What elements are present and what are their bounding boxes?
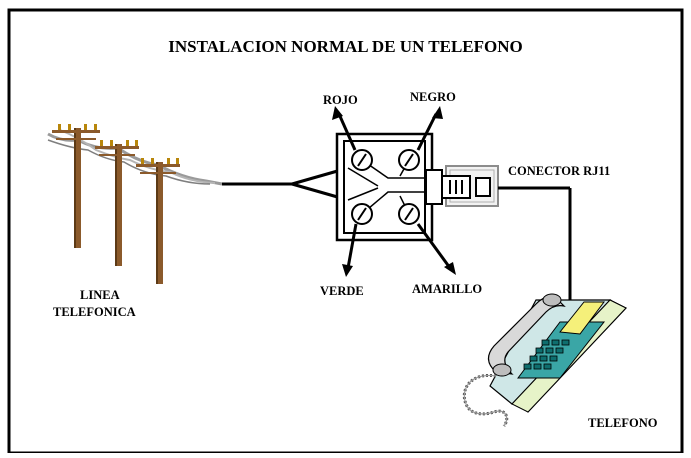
label-rojo: ROJO <box>323 93 358 107</box>
label-amarillo: AMARILLO <box>412 282 483 296</box>
page-title: INSTALACION NORMAL DE UN TELEFONO <box>168 37 523 56</box>
label-telefono: TELEFONO <box>588 416 658 430</box>
label-negro: NEGRO <box>410 90 456 104</box>
rj11-connector-icon <box>441 165 499 207</box>
utility-pole-icon <box>47 124 223 284</box>
arrowheads <box>332 106 456 277</box>
phone-cable <box>498 186 572 312</box>
junction-box-icon <box>335 132 443 242</box>
label-verde: VERDE <box>320 284 364 298</box>
label-linea: LINEA <box>80 288 120 302</box>
terminal-arrows <box>337 113 452 269</box>
label-telefonica: TELEFONICA <box>53 305 136 319</box>
feed-line <box>222 166 349 202</box>
label-conector-rj11: CONECTOR RJ11 <box>508 164 611 178</box>
desk-telephone-icon <box>463 293 627 427</box>
